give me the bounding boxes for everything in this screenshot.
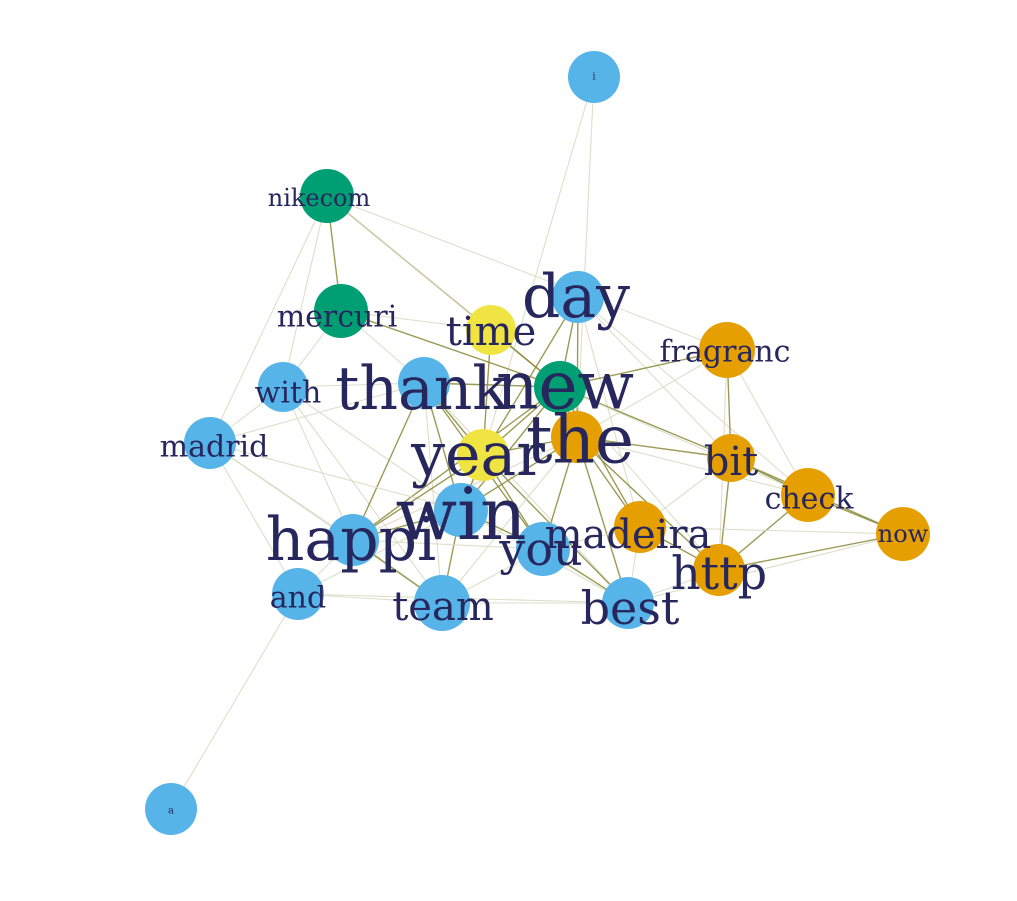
node-label-i: i: [592, 72, 595, 83]
node-time: [466, 305, 516, 355]
node-label-team: team: [392, 584, 494, 630]
node-label-time: time: [446, 309, 536, 355]
edge-thank-team: [423, 382, 443, 604]
node-team: [414, 575, 470, 631]
node-label-best: best: [581, 581, 680, 635]
node-label-you: you: [498, 522, 582, 576]
edge-new-happi: [352, 386, 561, 541]
node-bit: [707, 434, 755, 482]
node-now: [876, 507, 930, 561]
node-label-happi: happi: [266, 505, 436, 575]
node-year: [457, 429, 509, 481]
node-label-bit: bit: [704, 439, 758, 485]
node-thank: [398, 357, 450, 409]
node-check: [781, 468, 835, 522]
node-the: [551, 411, 603, 463]
edge-nikecom-time: [326, 195, 492, 331]
node-label-new: new: [496, 348, 634, 425]
node-label-now: now: [878, 520, 929, 548]
edge-the-best: [576, 436, 629, 604]
node-mercuri: [314, 284, 368, 338]
node-fragranc: [699, 322, 755, 378]
node-madeira: [614, 501, 666, 553]
node-http: [693, 544, 745, 596]
node-label-and: and: [270, 581, 326, 616]
node-you: [516, 522, 570, 576]
edge-happi-you: [352, 539, 544, 550]
edge-with-happi: [282, 386, 354, 541]
node-win: [434, 483, 488, 537]
edge-madrid-thank: [209, 382, 425, 444]
node-label-the: the: [526, 402, 634, 479]
edge-now-http: [718, 533, 904, 571]
node-label-check: check: [765, 482, 855, 517]
node-label-nikecom: nikecom: [268, 184, 371, 212]
edge-the-team: [441, 436, 578, 604]
edge-new-check: [559, 386, 809, 496]
node-label-with: with: [255, 376, 322, 411]
node-i: [568, 51, 620, 103]
edge-fragranc-new: [559, 349, 728, 388]
node-new: [534, 361, 586, 413]
node-a: [145, 783, 197, 835]
edge-day-madeira: [577, 296, 641, 528]
edge-nikecom-madrid: [209, 195, 328, 444]
node-label-win: win: [395, 472, 526, 556]
edge-nikecom-with: [282, 195, 328, 388]
node-label-madeira: madeira: [545, 512, 712, 558]
node-label-a: a: [168, 806, 174, 817]
edge-fragranc-the: [576, 349, 728, 438]
edge-and-a: [170, 593, 299, 810]
node-label-day: day: [522, 262, 630, 332]
node-label-madrid: madrid: [160, 430, 269, 465]
node-label-mercuri: mercuri: [277, 300, 398, 335]
node-best: [602, 577, 654, 629]
edge-day-check: [577, 296, 809, 496]
edge-win-and: [297, 509, 462, 595]
node-day: [552, 271, 604, 323]
edge-now-madeira: [639, 526, 904, 535]
edge-the-check: [576, 436, 809, 496]
node-with: [258, 362, 308, 412]
node-label-thank: thank: [335, 354, 509, 424]
edge-day-year: [482, 296, 579, 456]
node-nikecom: [300, 169, 354, 223]
node-label-year: year: [410, 420, 545, 490]
node-label-http: http: [671, 546, 767, 600]
edge-mercuri-new: [340, 310, 561, 388]
node-and: [272, 568, 324, 620]
edge-now-best: [627, 533, 904, 604]
edge-new-madeira: [559, 386, 641, 528]
node-happi: [327, 514, 379, 566]
edge-madrid-and: [209, 442, 299, 595]
node-label-fragranc: fragranc: [660, 335, 791, 370]
node-madrid: [184, 417, 236, 469]
edge-thank-best: [423, 382, 629, 604]
edge-i-year: [482, 76, 595, 456]
edge-madrid-win: [209, 442, 462, 511]
edge-thank-happi: [352, 382, 425, 541]
edge-nikecom-fragranc: [326, 195, 728, 351]
edge-day-bit: [577, 296, 732, 459]
edge-with-team: [282, 386, 443, 604]
